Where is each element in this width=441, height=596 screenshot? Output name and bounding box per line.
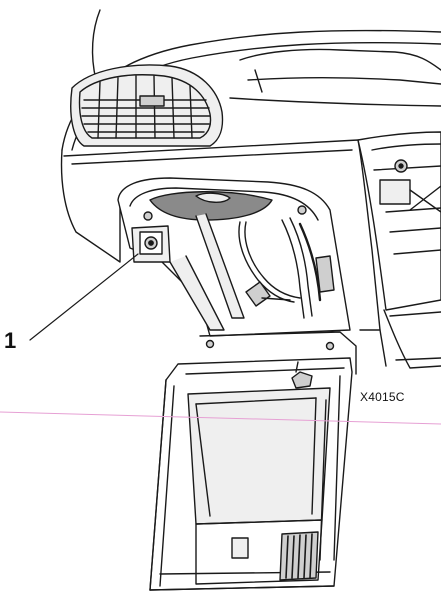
dash-lip	[229, 97, 441, 107]
vent-knob	[139, 95, 165, 107]
dash-shelf-lower	[247, 77, 441, 85]
dash-shelf	[239, 48, 441, 71]
bin-catch	[291, 371, 313, 389]
left-strut	[169, 255, 225, 331]
dash-lower-panel-edge-2	[71, 149, 353, 165]
dash-crease	[91, 9, 101, 81]
floor-line-2	[359, 329, 387, 367]
bin-rib	[195, 519, 323, 585]
figure-reference-code: X4015C	[360, 390, 405, 404]
scan-artifact-line	[0, 411, 441, 425]
dash-lower-outline	[60, 149, 121, 263]
opening-inner-rim	[129, 187, 319, 221]
diagonal-brace	[195, 213, 245, 319]
upper-right-screw	[297, 205, 307, 215]
glovebox-bin	[149, 357, 353, 591]
callout-1-leader	[29, 253, 139, 341]
floor-line	[199, 331, 357, 375]
bin-slot	[231, 537, 249, 559]
center-console	[357, 131, 441, 369]
callout-label-1: 1	[4, 328, 17, 353]
dash-upper-fold	[254, 69, 263, 93]
upper-left-screw	[143, 211, 153, 221]
wiring-harness	[238, 217, 335, 319]
bin-grille	[279, 531, 319, 581]
floor-screw-right	[325, 341, 335, 351]
floor-screw-left	[205, 339, 215, 349]
air-vent	[70, 64, 224, 147]
upper-recess	[149, 191, 273, 221]
